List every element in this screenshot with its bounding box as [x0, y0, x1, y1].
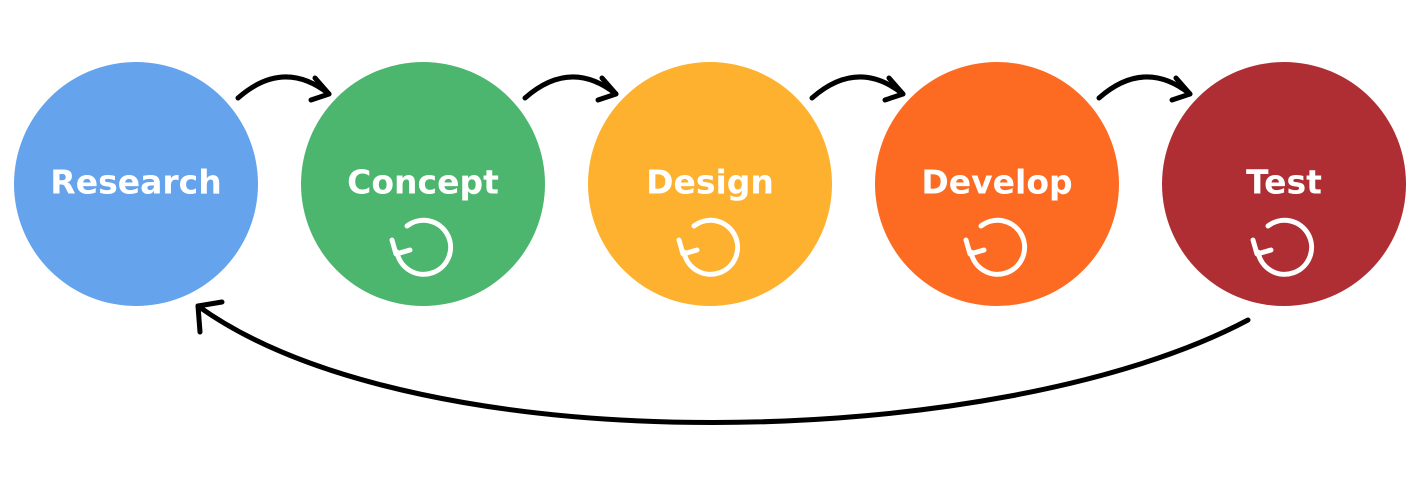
stage-develop-label: Develop: [921, 163, 1072, 202]
refresh-icon: [676, 217, 741, 277]
arrow-head-design-to-develop: [882, 75, 906, 103]
refresh-icon: [963, 217, 1028, 277]
stage-concept-circle: [301, 62, 545, 306]
stage-design: Design: [588, 62, 832, 306]
arrow-research-to-concept: [235, 74, 332, 101]
arrow-design-to-develop: [809, 74, 906, 101]
arrow-head-test-to-research: [195, 299, 225, 335]
stage-concept: Concept: [301, 62, 545, 306]
arrow-test-to-research: [195, 303, 1251, 425]
arrow-develop-to-test: [1096, 74, 1193, 101]
arrow-concept-to-design: [522, 74, 619, 101]
stage-concept-label: Concept: [347, 163, 499, 202]
arrow-head-concept-to-design: [595, 75, 619, 103]
connectors: [195, 74, 1251, 425]
stage-research: Research: [14, 62, 258, 306]
refresh-icon: [1250, 217, 1315, 277]
stage-test-circle: [1162, 62, 1406, 306]
refresh-icon: [389, 217, 454, 277]
stages: Research Concept Design Develop: [14, 62, 1406, 306]
arrow-head-develop-to-test: [1169, 75, 1193, 103]
stage-develop-circle: [875, 62, 1119, 306]
stage-test: Test: [1162, 62, 1406, 306]
arrow-head-research-to-concept: [308, 75, 332, 103]
stage-research-label: Research: [50, 163, 221, 202]
stage-develop: Develop: [875, 62, 1119, 306]
stage-design-circle: [588, 62, 832, 306]
stage-design-label: Design: [646, 163, 774, 202]
stage-test-label: Test: [1246, 163, 1322, 202]
stage-research-circle: [14, 62, 258, 306]
